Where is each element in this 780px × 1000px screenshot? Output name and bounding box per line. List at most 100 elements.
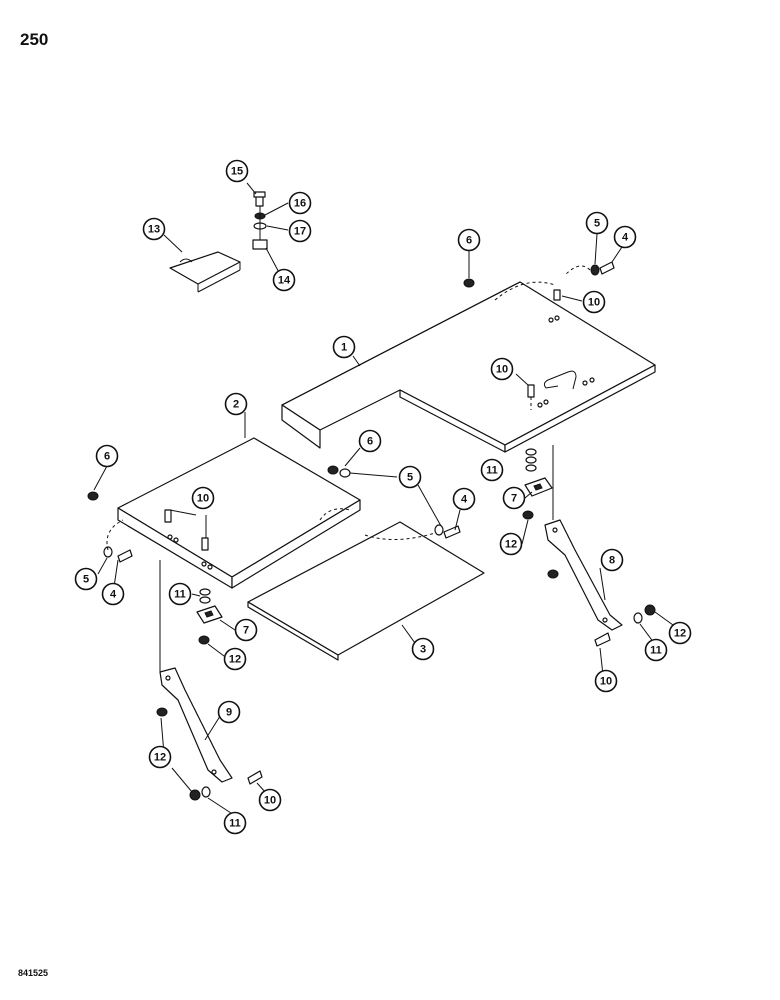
callout-label: 10 [600, 676, 612, 688]
callout-13: 13 [142, 217, 166, 241]
callout-label: 6 [466, 235, 472, 247]
callout-circle [600, 548, 624, 572]
hinge-7-left-drawing [196, 605, 223, 624]
callout-11: 11 [223, 811, 247, 835]
callout-label: 6 [104, 451, 110, 463]
callout-10: 10 [594, 669, 618, 693]
callout-circle [668, 621, 692, 645]
callout-label: 6 [367, 436, 373, 448]
callout-circle [585, 211, 609, 235]
callout-label: 11 [486, 465, 498, 477]
callout-11: 11 [644, 638, 668, 662]
callout-circle [457, 228, 481, 252]
callout-label: 4 [622, 232, 629, 244]
callout-circle [502, 486, 526, 510]
hinge-7-right-drawing [524, 477, 553, 497]
callout-5: 5 [398, 465, 422, 489]
callout-circle [168, 582, 192, 606]
plate-2-drawing [117, 437, 361, 589]
callout-circle [272, 268, 296, 292]
bracket-13-drawing [169, 251, 241, 293]
callout-12: 12 [223, 647, 247, 671]
callout-label: 13 [148, 224, 160, 236]
callout-circle [411, 637, 435, 661]
callout-16: 16 [288, 191, 312, 215]
arm-9-drawing [159, 560, 233, 783]
callout-17: 17 [288, 219, 312, 243]
callout-2: 2 [224, 392, 248, 416]
callout-8: 8 [600, 548, 624, 572]
callout-circle [288, 219, 312, 243]
callout-circle [480, 458, 504, 482]
leader-lines [93, 182, 674, 816]
callout-label: 9 [226, 707, 232, 719]
callout-circle [234, 618, 258, 642]
callout-label: 7 [511, 493, 517, 505]
callout-4: 4 [613, 225, 637, 249]
callout-4: 4 [452, 487, 476, 511]
callout-circle [499, 532, 523, 556]
callout-circle [490, 357, 514, 381]
callout-circle [258, 788, 282, 812]
callout-label: 12 [229, 654, 241, 666]
callout-circle [358, 429, 382, 453]
callout-7: 7 [234, 618, 258, 642]
callout-circle [594, 669, 618, 693]
callout-circle [613, 225, 637, 249]
callout-14: 14 [272, 268, 296, 292]
callout-label: 5 [594, 218, 600, 230]
callout-15: 15 [225, 159, 249, 183]
callout-circle [398, 465, 422, 489]
callout-label: 12 [505, 539, 517, 551]
callout-circle [95, 444, 119, 468]
callout-10: 10 [490, 357, 514, 381]
callout-label: 8 [609, 555, 615, 567]
callout-circle [223, 647, 247, 671]
callout-label: 10 [197, 493, 209, 505]
callout-label: 3 [420, 644, 426, 656]
callout-label: 2 [233, 399, 239, 411]
plate-3-drawing [247, 521, 485, 661]
callout-circle [224, 392, 248, 416]
callout-label: 14 [278, 275, 291, 287]
callout-circle [191, 486, 215, 510]
callout-label: 10 [496, 364, 508, 376]
callout-circle [288, 191, 312, 215]
callout-circle [101, 582, 125, 606]
callout-6: 6 [457, 228, 481, 252]
callout-6: 6 [358, 429, 382, 453]
plate-1-drawing [281, 281, 656, 453]
callout-5: 5 [74, 567, 98, 591]
reference-code: 841525 [18, 968, 49, 978]
callout-label: 4 [110, 589, 117, 601]
callout-11: 11 [168, 582, 192, 606]
callout-label: 17 [294, 226, 306, 238]
fasteners [87, 261, 656, 801]
callout-3: 3 [411, 637, 435, 661]
callout-5: 5 [585, 211, 609, 235]
callout-label: 11 [650, 645, 662, 657]
arm-8-drawing [544, 445, 623, 631]
callout-1: 1 [332, 335, 356, 359]
page-number: 250 [20, 30, 49, 49]
callout-label: 12 [674, 628, 686, 640]
callout-label: 15 [231, 166, 243, 178]
callout-12: 12 [668, 621, 692, 645]
callout-4: 4 [101, 582, 125, 606]
callout-7: 7 [502, 486, 526, 510]
callout-10: 10 [191, 486, 215, 510]
callout-10: 10 [258, 788, 282, 812]
callout-label: 16 [294, 198, 306, 210]
callout-label: 5 [407, 472, 413, 484]
callout-circle [452, 487, 476, 511]
callout-label: 10 [264, 795, 276, 807]
callout-label: 10 [588, 297, 600, 309]
callout-9: 9 [217, 700, 241, 724]
callout-label: 7 [243, 625, 249, 637]
callout-label: 11 [174, 589, 186, 601]
fastener-stack-14-17 [252, 191, 268, 250]
callout-12: 12 [499, 532, 523, 556]
callout-10: 10 [582, 290, 606, 314]
callout-circle [217, 700, 241, 724]
